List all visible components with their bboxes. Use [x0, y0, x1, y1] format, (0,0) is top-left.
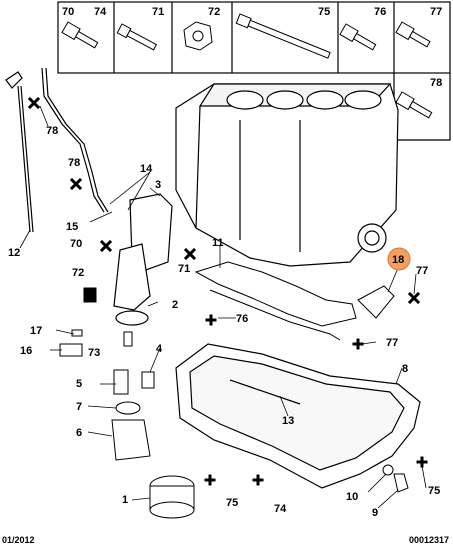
callout-4: 4: [156, 343, 163, 355]
hw-label-70: 70: [62, 6, 74, 18]
part-6: [111, 419, 151, 461]
callout-78b: 78: [68, 157, 80, 169]
dipstick-tube: [41, 67, 109, 213]
callout-70: 70: [70, 238, 82, 250]
callout-13: 13: [282, 415, 294, 427]
hw-label-72: 72: [208, 6, 220, 18]
dipstick: [5, 71, 34, 233]
bolt-78-icon: [395, 91, 433, 119]
callout-75a: 75: [226, 497, 238, 509]
part-4: [141, 371, 155, 389]
hardware-table-labels: 70 74 71 72 75 76 77 78: [62, 6, 442, 89]
bolt-75-icon: [235, 13, 331, 59]
part-72: [83, 287, 97, 303]
hw-label-74: 74: [94, 6, 107, 18]
bolt-71-icon: [116, 23, 158, 51]
callout-78a: 78: [46, 125, 58, 137]
part-17: [71, 329, 83, 337]
callout-76: 76: [236, 313, 248, 325]
bolt-76-icon: [339, 23, 377, 51]
part-5: [113, 369, 129, 395]
callout-7: 7: [76, 401, 82, 413]
part-7: [115, 401, 141, 415]
callout-1: 1: [122, 494, 128, 506]
callout-18: 18: [392, 254, 404, 266]
callout-10: 10: [346, 491, 358, 503]
fastener-markers: [27, 96, 428, 486]
hw-label-71: 71: [152, 6, 164, 18]
part-16: [59, 343, 83, 357]
leader-lines: [19, 105, 427, 509]
baffle-plate: [194, 261, 357, 341]
callout-labels: 1 2 3 4 5 6 7 8 9 10 11 12 13 14 15 16 1…: [8, 125, 440, 519]
callout-73: 73: [88, 347, 100, 359]
callout-3: 3: [155, 179, 161, 191]
callout-77b: 77: [386, 337, 398, 349]
callout-15: 15: [66, 221, 78, 233]
callout-14: 14: [140, 163, 153, 175]
bolt-77-icon: [395, 21, 431, 48]
callout-74: 74: [274, 503, 287, 515]
highlight-badge-18: [387, 247, 411, 271]
hw-label-77: 77: [430, 6, 442, 18]
callout-12: 12: [8, 247, 20, 259]
footer-code: 00012317: [408, 535, 449, 545]
hw-label-76: 76: [374, 6, 386, 18]
part-10: [382, 464, 394, 476]
engine-block: [175, 83, 399, 267]
hw-label-75: 75: [318, 6, 330, 18]
callout-16: 16: [20, 345, 32, 357]
callout-6: 6: [76, 427, 82, 439]
oil-pump: [113, 193, 173, 326]
callout-9: 9: [372, 507, 378, 519]
part-18: [357, 285, 395, 319]
footer-date: 01/2012: [2, 535, 35, 545]
small-parts: [59, 285, 409, 519]
callout-71: 71: [178, 263, 190, 275]
nut-72-icon: [183, 21, 213, 51]
hw-label-78: 78: [430, 77, 442, 89]
callout-75b: 75: [428, 485, 440, 497]
callout-5: 5: [76, 378, 82, 390]
callout-77a: 77: [416, 265, 428, 277]
part-9: [393, 473, 409, 493]
callout-8: 8: [402, 363, 408, 375]
oil-sump: [175, 343, 421, 489]
bolt-70-icon: [61, 21, 99, 49]
callout-2: 2: [172, 299, 178, 311]
callout-17: 17: [30, 325, 42, 337]
callout-11: 11: [212, 237, 224, 249]
hardware-bolts: [61, 13, 433, 119]
part-73: [123, 331, 133, 347]
callout-72: 72: [72, 267, 84, 279]
